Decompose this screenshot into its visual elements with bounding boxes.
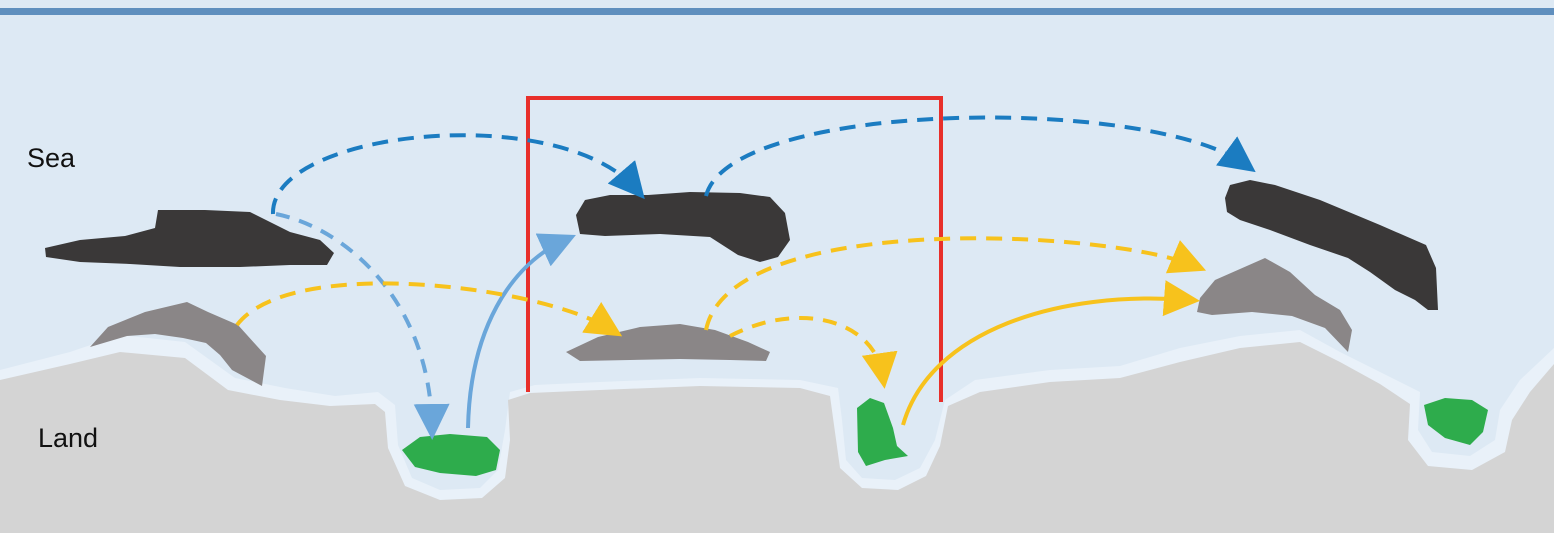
top-bar bbox=[0, 8, 1554, 15]
sea-label: Sea bbox=[27, 143, 76, 173]
land-label: Land bbox=[38, 423, 98, 453]
